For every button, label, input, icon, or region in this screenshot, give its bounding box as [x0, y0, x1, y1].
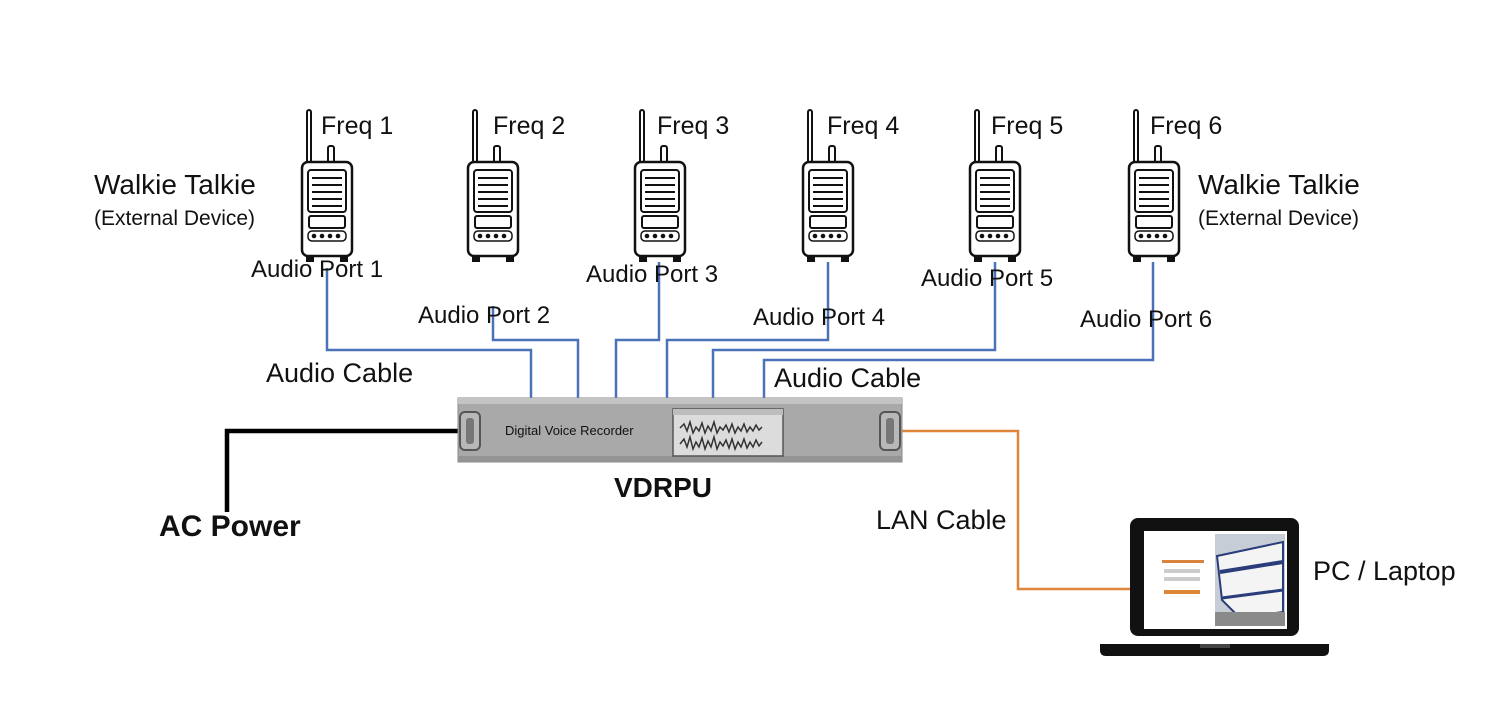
- laptop-icon: [1100, 518, 1329, 656]
- audio-cable-label-right: Audio Cable: [774, 363, 922, 393]
- freq-label-1: Freq 1: [321, 112, 394, 140]
- audio-cable-5: [711, 262, 997, 398]
- audio-cable-6: [762, 262, 1155, 398]
- audio-cable-1: [325, 268, 533, 398]
- recorder-panel-label: Digital Voice Recorder: [505, 423, 634, 438]
- pc-laptop-label: PC / Laptop: [1313, 556, 1456, 586]
- lan-cable-label: LAN Cable: [876, 505, 1007, 535]
- audio-port-label-5: Audio Port 5: [921, 265, 1054, 292]
- power-cable: [224, 428, 460, 512]
- audio-port-label-6: Audio Port 6: [1080, 306, 1213, 333]
- ac-power-label: AC Power: [159, 510, 301, 543]
- audio-cables: [325, 262, 1155, 398]
- audio-port-label-1: Audio Port 1: [251, 256, 384, 283]
- freq-label-3: Freq 3: [657, 112, 730, 140]
- freq-label-2: Freq 2: [493, 112, 566, 140]
- lan-cable: [902, 429, 1132, 591]
- waveform-screen: [672, 408, 784, 457]
- freq-label-5: Freq 5: [991, 112, 1064, 140]
- audio-port-label-4: Audio Port 4: [753, 304, 886, 331]
- walkie-talkie-title-right: Walkie Talkie: [1198, 169, 1360, 200]
- audio-cable-3: [614, 262, 661, 398]
- audio-cable-4: [665, 262, 830, 398]
- audio-cable-2: [491, 306, 580, 398]
- freq-label-4: Freq 4: [827, 112, 900, 140]
- audio-port-label-3: Audio Port 3: [586, 261, 719, 288]
- audio-cable-label-left: Audio Cable: [266, 358, 414, 388]
- recorder-name: VDRPU: [614, 472, 713, 503]
- audio-port-label-2: Audio Port 2: [418, 302, 551, 329]
- voice-recorder-unit: Digital Voice Recorder: [457, 397, 903, 463]
- walkie-talkie-title-left: Walkie Talkie: [94, 169, 256, 200]
- freq-label-6: Freq 6: [1150, 112, 1223, 140]
- walkie-talkie-subtitle-right: (External Device): [1198, 207, 1360, 230]
- walkie-talkie-subtitle-left: (External Device): [94, 207, 256, 230]
